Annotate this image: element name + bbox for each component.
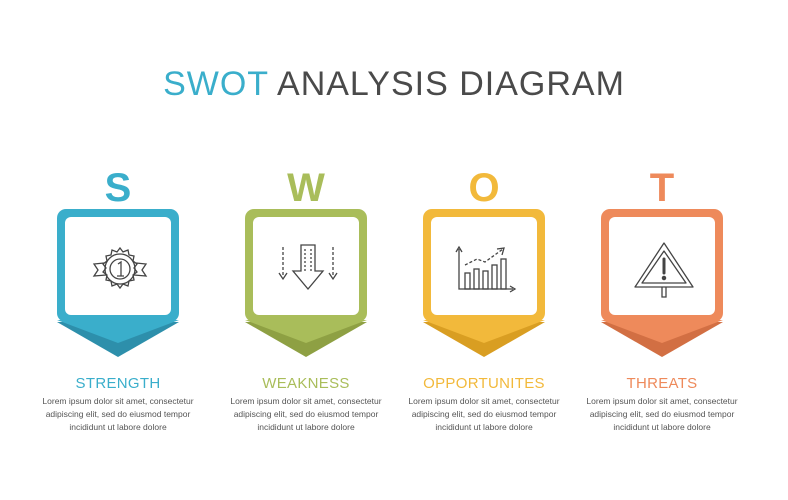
description-line: Lorem ipsum dolor sit amet, consectetur [408,396,560,406]
swot-card-weakness: W WEAKNESS Lorem ipsum dolor sit amet, c… [230,165,391,445]
description-line: Lorem ipsum dolor sit amet, consectetur [230,396,382,406]
swot-card-opportunities: O OPPORTUNITES Lorem ipsum dolor sit ame… [408,165,569,445]
title-accent: SWOT [163,65,269,103]
swot-heading: THREATS [626,375,698,392]
swot-letter: T [649,166,675,210]
card-shape [601,209,723,357]
swot-description: Lorem ipsum dolor sit amet, consectetur … [404,395,564,434]
swot-description: Lorem ipsum dolor sit amet, consectetur … [226,395,386,434]
card-shape [423,209,545,357]
card-shape [245,209,367,357]
description-line: adipiscing elit, sed do eiusmod tempor [45,409,191,419]
swot-card-threats: T THREATS Lorem ipsum dolor sit amet, co… [586,165,747,445]
award-medal-icon [92,246,148,290]
swot-description: Lorem ipsum dolor sit amet, consectetur … [582,395,742,434]
swot-heading: WEAKNESS [262,375,350,392]
swot-heading: STRENGTH [75,375,161,392]
description-line: incididunt ut labore dolore [613,422,711,432]
diagram-title: SWOT ANALYSIS DIAGRAM [0,62,788,106]
card-shape [57,209,179,357]
warning-sign-icon [634,242,694,298]
description-line: Lorem ipsum dolor sit amet, consectetur [42,396,194,406]
swot-letter: S [104,166,132,210]
description-line: incididunt ut labore dolore [435,422,533,432]
description-line: adipiscing elit, sed do eiusmod tempor [589,409,735,419]
growth-chart-icon [455,245,517,293]
description-line: Lorem ipsum dolor sit amet, consectetur [586,396,738,406]
swot-description: Lorem ipsum dolor sit amet, consectetur … [38,395,198,434]
description-line: incididunt ut labore dolore [69,422,167,432]
swot-card-strength: S STRENGTH Lorem ipsum dolor sit amet, c… [42,165,203,445]
description-line: adipiscing elit, sed do eiusmod tempor [411,409,557,419]
description-line: adipiscing elit, sed do eiusmod tempor [233,409,379,419]
description-line: incididunt ut labore dolore [257,422,355,432]
swot-heading: OPPORTUNITES [423,375,545,392]
down-arrows-icon [278,244,338,291]
swot-letter: W [287,166,325,210]
swot-letter: O [468,166,500,210]
title-rest: ANALYSIS DIAGRAM [277,65,625,103]
